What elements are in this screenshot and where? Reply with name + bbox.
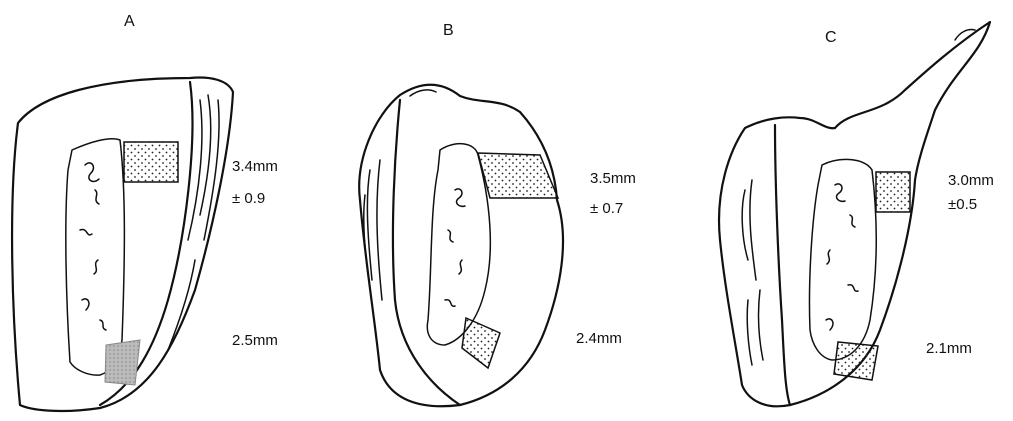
panel-a-thickness-top: 3.4mm: [232, 158, 278, 176]
tooth-a-pulp-squiggles: [80, 163, 106, 330]
tooth-b-wall-strokes: [364, 90, 436, 300]
panel-a-sd-top: ± 0.9: [232, 190, 265, 208]
tooth-c-pulp: [809, 159, 876, 360]
panel-b-letter: B: [443, 22, 454, 40]
tooth-b-pulp: [427, 144, 490, 345]
tooth-a-pulp: [66, 139, 125, 375]
panel-c-letter: C: [825, 29, 837, 47]
tooth-c-pulp-squiggles: [826, 184, 858, 330]
tooth-b-bottom-band: [462, 318, 500, 368]
panel-c-sd-top: ±0.5: [948, 196, 977, 214]
tooth-c-inner-wall: [775, 125, 790, 405]
panel-b-thickness-top: 3.5mm: [590, 170, 636, 188]
panel-c-thickness-top: 3.0mm: [948, 172, 994, 190]
panel-b-thickness-bottom: 2.4mm: [576, 330, 622, 348]
panel-a-thickness-bottom: 2.5mm: [232, 332, 278, 350]
tooth-a-drawing: [12, 78, 233, 412]
tooth-b-drawing: [359, 85, 563, 407]
tooth-b-top-band: [478, 153, 558, 198]
tooth-a-top-band: [124, 142, 178, 182]
panel-b-sd-top: ± 0.7: [590, 200, 623, 218]
tooth-c-top-band: [876, 172, 910, 212]
tooth-c-bottom-band: [834, 342, 878, 380]
tooth-b-outline: [359, 85, 563, 407]
tooth-a-bottom-band: [105, 340, 140, 385]
tooth-b-pulp-squiggles: [445, 189, 465, 306]
panel-c-thickness-bottom: 2.1mm: [926, 340, 972, 358]
panel-a-letter: A: [124, 13, 135, 31]
